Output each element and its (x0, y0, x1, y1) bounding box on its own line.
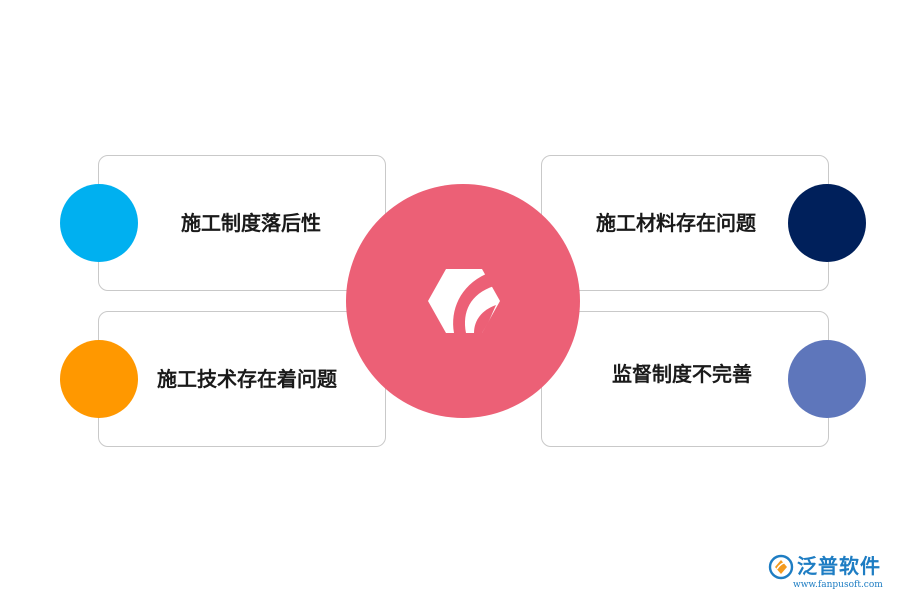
item-label-2: 施工技术存在着问题 (157, 367, 337, 391)
item-label-3: 施工材料存在问题 (596, 211, 756, 235)
brand-name: 泛普软件 (797, 554, 881, 578)
brand-logo-icon (768, 554, 794, 580)
item-label-4: 监督制度不完善 (612, 362, 752, 386)
card-bottom-left (98, 311, 386, 447)
hexagon-leaf-icon (428, 269, 500, 333)
item-dot-2 (60, 340, 138, 418)
brand-watermark: 泛普软件 www.fanpusoft.com (768, 553, 893, 593)
card-top-left (98, 155, 386, 291)
item-label-1: 施工制度落后性 (181, 211, 321, 235)
item-dot-1 (60, 184, 138, 262)
item-dot-4 (788, 340, 866, 418)
card-top-right (541, 155, 829, 291)
card-bottom-right (541, 311, 829, 447)
item-dot-3 (788, 184, 866, 262)
brand-url: www.fanpusoft.com (793, 580, 883, 590)
